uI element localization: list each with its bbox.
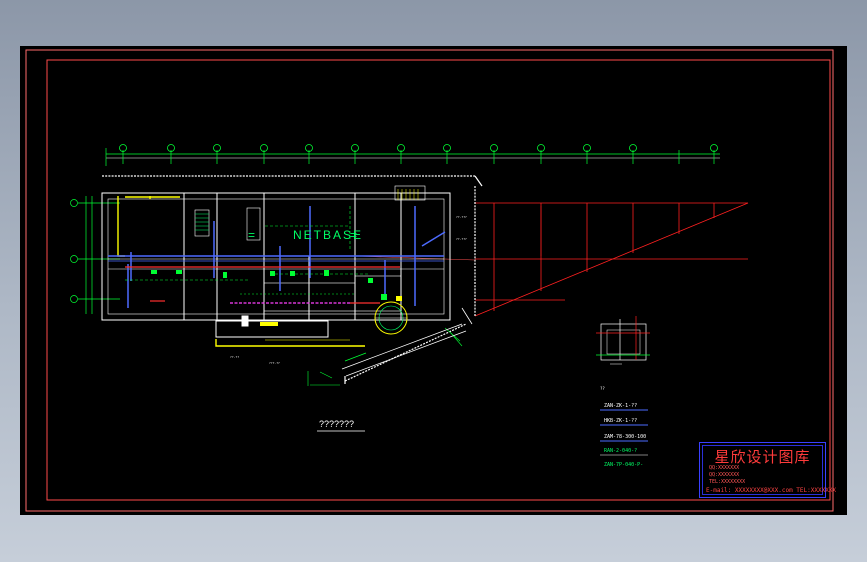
title-block-contact: E-mail: XXXXXXXX@XXX.com TEL:XXXXXXX <box>706 487 837 494</box>
title-block-line-1: QQ:XXXXXXX <box>709 465 740 471</box>
outer-frame <box>25 49 834 512</box>
note-line-4: RAN-2-040-? <box>604 448 637 454</box>
side-legend-3: ???-?? <box>269 361 280 365</box>
watermark-eq-left: = <box>248 228 255 242</box>
note-line-1: ZAN-ZK-1-?? <box>604 403 637 409</box>
cad-drawing[interactable]: NETBASE = = ??????? ?? ZAN-ZK-1-?? HKB-Z… <box>20 46 847 515</box>
title-block-inner <box>702 445 823 495</box>
side-legend-4: ??-?? <box>230 355 239 359</box>
red-annotation-strips <box>125 266 400 304</box>
axis-left <box>70 196 120 314</box>
watermark-eq-right: = <box>350 228 357 242</box>
notes-underlines <box>600 409 648 456</box>
ramp <box>341 307 473 377</box>
side-legend-2: ??-??? <box>456 237 467 241</box>
green-annotations <box>125 206 463 386</box>
inner-frame <box>46 59 831 501</box>
detail-keyplan <box>596 316 650 365</box>
building-walls <box>101 185 451 338</box>
site-boundary <box>102 175 483 384</box>
title-block-brand: 星欣设计图库 <box>714 448 811 466</box>
fixtures <box>151 270 402 326</box>
cad-viewport[interactable]: NETBASE = = ??????? ?? ZAN-ZK-1-?? HKB-Z… <box>20 46 847 515</box>
note-line-3: ZAM-78-300-100 <box>604 434 646 440</box>
axis-top <box>105 148 720 166</box>
plan-title: ??????? <box>319 419 354 429</box>
red-grid <box>354 202 749 317</box>
note-line-2: HKB-ZK-1-?? <box>604 418 637 424</box>
stairs <box>195 189 419 231</box>
notes-header: ?? <box>600 386 605 391</box>
notes-block: ZAN-ZK-1-?? HKB-ZK-1-?? ZAM-78-300-100 R… <box>604 403 646 468</box>
title-block: 星欣设计图库 QQ:XXXXXXX QQ:XXXXXXX TEL:XXXXXXX… <box>699 442 836 498</box>
note-line-5: ZAN-7P-040-P- <box>604 462 643 468</box>
title-block-line-2: QQ:XXXXXXX <box>709 472 740 478</box>
blue-pipes <box>108 206 446 308</box>
side-legend: ??-??? ??-??? ???-?? ??-?? <box>230 215 467 365</box>
axis-bubbles-top <box>119 144 718 152</box>
title-block-line-3: TEL:XXXXXXXX <box>709 479 746 485</box>
watermark-netbase: NETBASE <box>293 228 363 242</box>
side-legend-1: ??-??? <box>456 215 467 219</box>
round-stair <box>374 301 408 335</box>
